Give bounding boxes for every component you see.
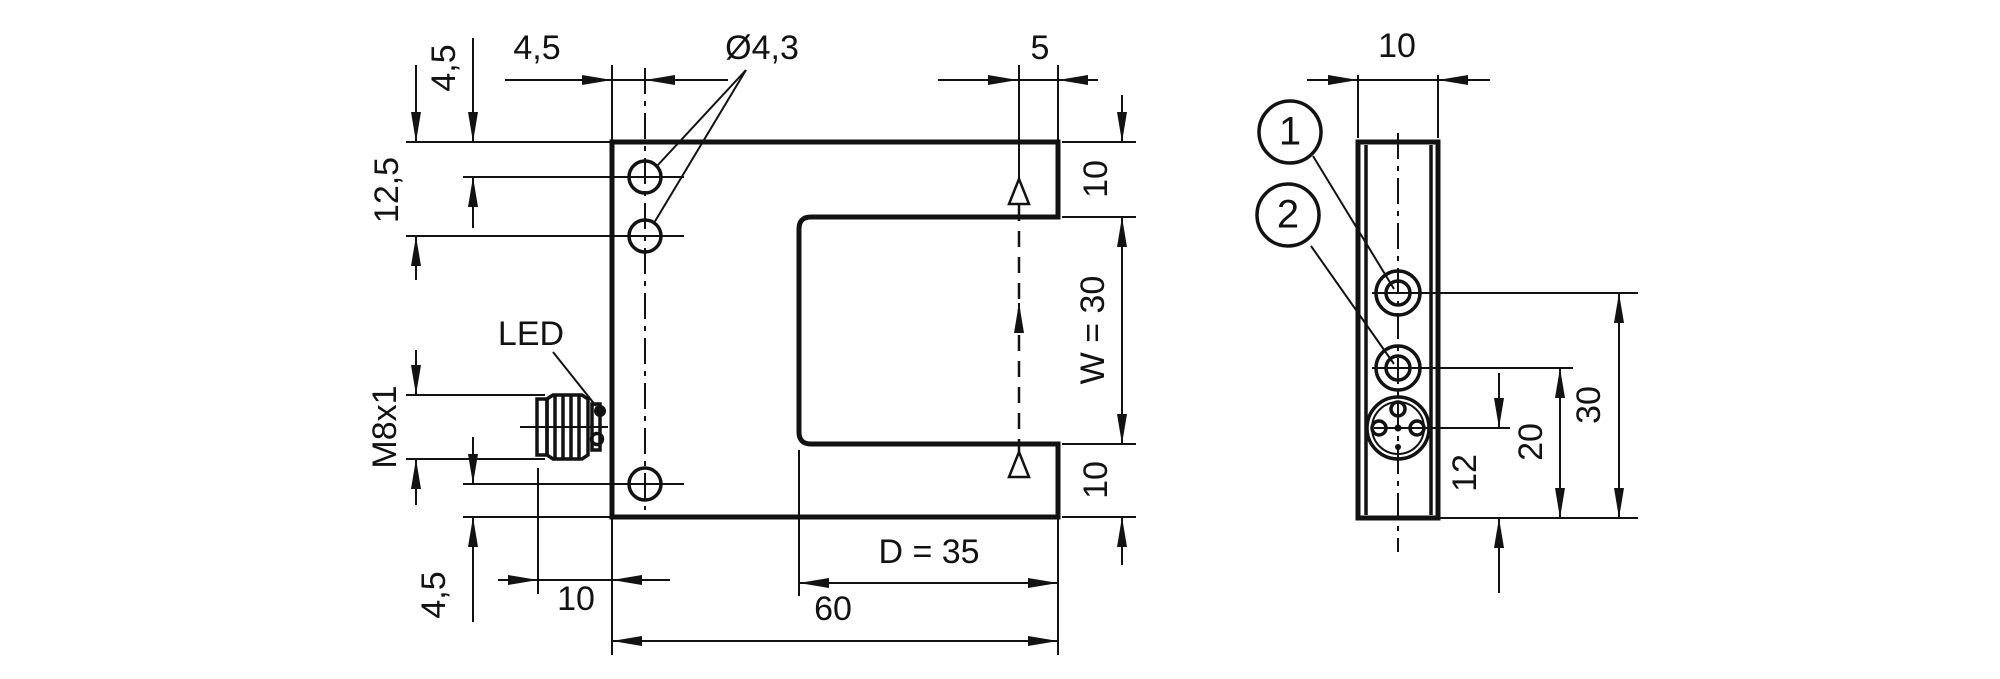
svg-text:20: 20	[1512, 423, 1550, 461]
connector-detail-circle	[589, 431, 605, 447]
balloon-2-leader	[1310, 245, 1395, 365]
svg-text:12,5: 12,5	[368, 157, 406, 223]
fork-body-outline	[609, 139, 1061, 520]
svg-text:1: 1	[1279, 110, 1301, 154]
dim-holes-from-left: 4,5	[505, 29, 728, 140]
mounting-hole-2	[406, 218, 684, 254]
dim-hole2-from-top: 12,5	[368, 65, 421, 280]
dim-hole3-from-bottom: 4,5	[415, 437, 478, 622]
led-label: LED	[498, 315, 564, 353]
dim-bottom-arm: 10	[1077, 461, 1115, 499]
dim-slot-width: W = 30	[1074, 276, 1112, 385]
svg-text:10: 10	[557, 580, 595, 618]
svg-text:D = 35: D = 35	[878, 533, 979, 571]
led-callout: LED	[498, 315, 597, 407]
balloon-1: 1	[1257, 99, 1395, 290]
dim-right-stack: 10 W = 30 10	[1062, 95, 1136, 565]
dim-slot-depth: D = 35	[798, 450, 1059, 655]
m8-connector	[520, 393, 608, 461]
beam-marker-bottom-triangle	[1007, 448, 1031, 479]
svg-text:4,5: 4,5	[415, 571, 453, 618]
mounting-hole-3	[463, 466, 684, 502]
svg-text:60: 60	[814, 590, 852, 628]
hole-diameter-label: Ø4,3	[725, 29, 799, 67]
beam-marker-top-triangle	[1007, 175, 1031, 206]
front-view: LED 12,5 4,5 4,5 Ø4,3	[366, 29, 1136, 655]
dim-connector-length: 10	[498, 468, 670, 655]
dim-connector-from-bottom: 12	[1446, 373, 1504, 593]
dim-body-thickness: 10	[1307, 27, 1490, 138]
balloon-2: 2	[1255, 182, 1395, 365]
svg-text:10: 10	[1378, 27, 1416, 65]
connector-knurl-nut	[545, 393, 590, 461]
led-indicator-dot	[594, 405, 606, 417]
dim-hole1-from-top: 4,5	[425, 38, 478, 228]
svg-text:12: 12	[1446, 454, 1484, 492]
dim-body-width: 60	[612, 590, 1058, 646]
led-leader-line	[552, 351, 597, 407]
svg-text:4,5: 4,5	[425, 44, 463, 91]
dim-top-arm: 10	[1077, 160, 1115, 198]
connector-flange	[590, 402, 602, 452]
mounting-hole-1	[463, 159, 684, 195]
svg-text:M8x1: M8x1	[366, 385, 404, 468]
hole-diameter-callout: Ø4,3	[653, 29, 799, 224]
svg-text:5: 5	[1031, 29, 1050, 67]
optical-beam-axis	[1007, 65, 1031, 479]
balloon-1-leader	[1312, 155, 1395, 290]
dim-led2-from-bottom: 20	[1512, 368, 1565, 518]
dim-connector-thread: M8x1	[366, 350, 545, 505]
svg-text:30: 30	[1570, 386, 1608, 424]
side-view: 1 2 10 12	[1255, 27, 1638, 593]
svg-text:4,5: 4,5	[513, 29, 560, 67]
dim-axis-from-right: 5	[938, 29, 1098, 140]
dim-led1-from-bottom: 30	[1570, 293, 1624, 518]
svg-text:2: 2	[1277, 193, 1299, 237]
